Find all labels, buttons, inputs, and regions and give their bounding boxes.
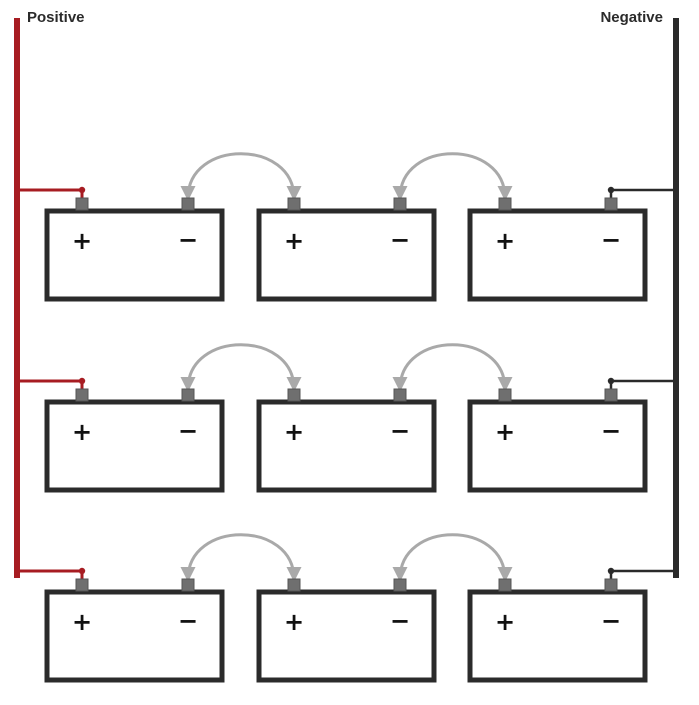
positive-symbol: + xyxy=(72,608,92,636)
negative-symbol: − xyxy=(601,607,621,635)
positive-feeder-row-2 xyxy=(17,379,84,389)
negative-terminal xyxy=(393,197,407,211)
negative-feeder-row-3 xyxy=(609,569,676,579)
negative-symbol: − xyxy=(390,607,410,635)
positive-symbol: + xyxy=(284,608,304,636)
positive-feeder-node-row-1 xyxy=(78,186,86,194)
negative-feeder-row-1 xyxy=(609,188,676,198)
positive-terminal xyxy=(75,578,89,592)
series-jumper-row-2-2 xyxy=(392,343,513,392)
battery-body xyxy=(44,208,225,302)
battery-r1-c1: +− xyxy=(44,197,225,302)
positive-feeder-row-3 xyxy=(17,569,84,579)
negative-terminal xyxy=(393,388,407,402)
positive-terminal xyxy=(287,578,301,592)
negative-terminal xyxy=(604,388,618,402)
battery-body xyxy=(256,589,437,683)
positive-terminal xyxy=(498,388,512,402)
positive-terminal xyxy=(287,388,301,402)
positive-feeder-node-row-2 xyxy=(78,377,86,385)
negative-terminal xyxy=(604,578,618,592)
series-jumper-row-3-1 xyxy=(180,533,302,582)
negative-terminal xyxy=(181,578,195,592)
negative-bus-label: Negative xyxy=(600,9,663,26)
positive-symbol: + xyxy=(495,418,515,446)
positive-terminal xyxy=(287,197,301,211)
battery-r2-c3: +− xyxy=(467,388,648,493)
series-jumper-row-1-1 xyxy=(180,152,302,201)
negative-feeder-node-row-1 xyxy=(607,186,615,194)
negative-terminal xyxy=(181,197,195,211)
negative-symbol: − xyxy=(601,417,621,445)
battery-r1-c2: +− xyxy=(256,197,437,302)
battery-body xyxy=(44,399,225,493)
positive-terminal xyxy=(498,578,512,592)
battery-body xyxy=(256,208,437,302)
battery-r3-c2: +− xyxy=(256,578,437,683)
battery-body xyxy=(467,399,648,493)
negative-symbol: − xyxy=(390,417,410,445)
negative-terminal xyxy=(604,197,618,211)
positive-symbol: + xyxy=(72,227,92,255)
positive-feeder-row-1 xyxy=(17,188,84,198)
battery-body xyxy=(44,589,225,683)
negative-terminal xyxy=(393,578,407,592)
positive-terminal xyxy=(498,197,512,211)
negative-symbol: − xyxy=(178,607,198,635)
battery-body xyxy=(467,208,648,302)
battery-r2-c2: +− xyxy=(256,388,437,493)
negative-symbol: − xyxy=(178,226,198,254)
negative-terminal xyxy=(181,388,195,402)
positive-symbol: + xyxy=(284,227,304,255)
series-jumper-row-2-1 xyxy=(180,343,302,392)
positive-symbol: + xyxy=(284,418,304,446)
positive-bus-label: Positive xyxy=(27,9,85,26)
battery-r3-c3: +− xyxy=(467,578,648,683)
series-jumper-row-1-2 xyxy=(392,152,513,201)
positive-symbol: + xyxy=(495,227,515,255)
battery-body xyxy=(467,589,648,683)
battery-r1-c3: +− xyxy=(467,197,648,302)
series-jumper-row-3-2 xyxy=(392,533,513,582)
positive-terminal xyxy=(75,197,89,211)
battery-r2-c1: +− xyxy=(44,388,225,493)
negative-symbol: − xyxy=(601,226,621,254)
negative-feeder-row-2 xyxy=(609,379,676,389)
negative-feeder-node-row-3 xyxy=(607,567,615,575)
positive-symbol: + xyxy=(72,418,92,446)
battery-r3-c1: +− xyxy=(44,578,225,683)
negative-symbol: − xyxy=(178,417,198,445)
positive-feeder-node-row-3 xyxy=(78,567,86,575)
negative-symbol: − xyxy=(390,226,410,254)
positive-terminal xyxy=(75,388,89,402)
negative-feeder-node-row-2 xyxy=(607,377,615,385)
battery-body xyxy=(256,399,437,493)
positive-symbol: + xyxy=(495,608,515,636)
